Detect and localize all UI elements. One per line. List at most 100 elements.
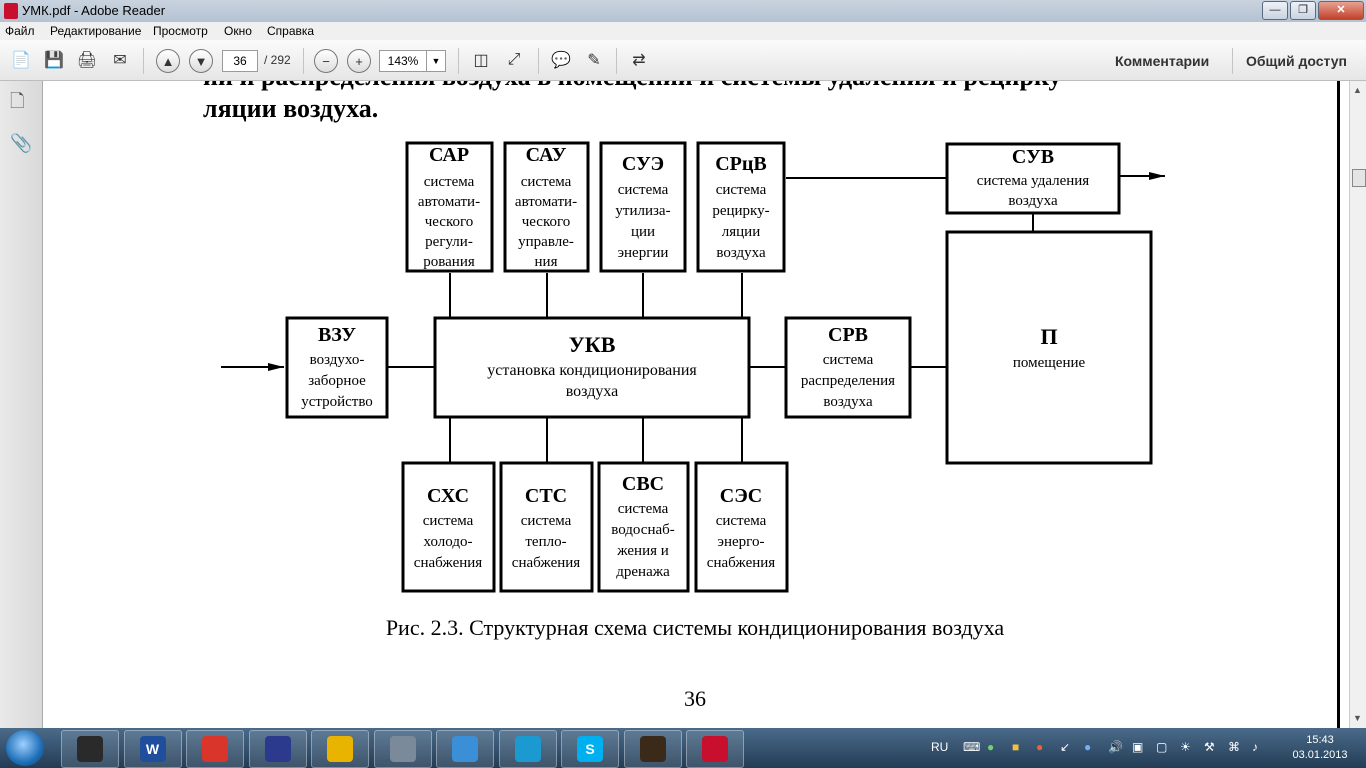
connector-lines: [221, 172, 1165, 463]
block-suv-text: воздуха: [1008, 193, 1058, 209]
start-button[interactable]: [6, 730, 44, 766]
zoom-dropdown[interactable]: ▼: [426, 50, 446, 72]
adobe-reader-app[interactable]: [686, 730, 744, 768]
maximize-button[interactable]: ❐: [1290, 1, 1316, 20]
screen-icon[interactable]: ▢: [1156, 740, 1168, 754]
printer-app[interactable]: [61, 730, 119, 768]
fit-page-button[interactable]: ◫: [468, 48, 494, 72]
minus-icon: −: [322, 53, 330, 69]
block-svs-title: СВС: [622, 473, 664, 495]
block-sau-text: ния: [535, 254, 558, 270]
block-p: [945, 230, 1153, 465]
network-app-icon[interactable]: ●: [987, 740, 995, 754]
zoom-input[interactable]: 143%: [379, 50, 427, 72]
menu-file[interactable]: Файл: [5, 24, 35, 38]
highlight-button[interactable]: ✎: [581, 48, 607, 72]
save-icon: 💾: [44, 52, 64, 69]
comment-button[interactable]: 💬: [548, 48, 574, 72]
toolbar-divider: [1232, 48, 1233, 74]
create-pdf-button[interactable]: 📄: [8, 48, 34, 72]
save-app[interactable]: [248, 730, 307, 768]
wifi-icon[interactable]: ⌘: [1228, 740, 1240, 754]
block-suv-text: система удаления: [977, 173, 1090, 189]
usb-icon[interactable]: ▣: [1132, 740, 1144, 754]
adobe-reader-icon: [702, 736, 728, 762]
edit-text-button[interactable]: ⇄: [626, 48, 652, 72]
block-srv-text: распределения: [801, 373, 895, 389]
page-number-input[interactable]: 36: [222, 50, 258, 72]
block-sar-title: САР: [429, 144, 469, 166]
block-vzu-text: воздухо-: [310, 352, 365, 368]
block-ses-text: энерго-: [718, 534, 765, 550]
calculator-icon: [389, 736, 416, 762]
close-button[interactable]: ✕: [1318, 1, 1364, 20]
block-sau-text: автомати-: [515, 194, 577, 210]
navigation-panel: 🗋 📎: [0, 81, 43, 728]
calculator-app[interactable]: [373, 730, 432, 768]
document-view[interactable]: ии и распределения воздуха в помещении и…: [43, 81, 1349, 728]
next-page-button[interactable]: ▼: [189, 49, 213, 73]
block-sts-text: тепло-: [525, 534, 566, 550]
block-sar-text: регули-: [425, 234, 473, 250]
attachments-icon[interactable]: 📎: [10, 133, 33, 153]
bluetooth-icon[interactable]: ●: [1084, 740, 1092, 754]
block-svs-text: дренажа: [616, 564, 670, 580]
toolbar-divider: [538, 48, 539, 74]
block-sue-text: система: [618, 182, 669, 198]
zoom-out-button[interactable]: −: [314, 49, 338, 73]
arrow-icon[interactable]: ↙: [1060, 740, 1071, 754]
clock-time: 15:43: [1306, 734, 1334, 746]
skype-app[interactable]: S: [561, 730, 619, 768]
page-thumbnails-icon[interactable]: 🗋: [10, 91, 25, 111]
body-text-line: ляции воздуха.: [203, 94, 378, 123]
notes-icon[interactable]: ■: [1012, 740, 1020, 754]
security-icon[interactable]: ☀: [1180, 740, 1191, 754]
clock[interactable]: 15:43 03.01.2013: [1290, 733, 1350, 763]
print-button[interactable]: 🖨: [74, 48, 100, 72]
archicad-app[interactable]: [311, 730, 369, 768]
menu-window[interactable]: Окно: [224, 24, 252, 38]
block-ses-text: система: [716, 513, 767, 529]
tools-icon[interactable]: ⚒: [1204, 740, 1215, 754]
chrome-app[interactable]: [186, 730, 244, 768]
vertical-scrollbar[interactable]: ▲ ▼: [1349, 81, 1366, 728]
fit-width-button[interactable]: ⤢: [501, 48, 527, 72]
toolbar-divider: [303, 48, 304, 74]
page-number: 36: [684, 686, 706, 711]
email-button[interactable]: ✉: [107, 48, 133, 72]
menu-edit[interactable]: Редактирование: [50, 24, 142, 38]
create-pdf-icon: 📄: [11, 52, 31, 69]
block-srcv-title: СРцВ: [715, 153, 767, 175]
comments-button[interactable]: Комментарии: [1115, 53, 1210, 69]
page-edge-shadow: [1337, 81, 1340, 728]
disc-app[interactable]: [498, 730, 557, 768]
block-svs-text: жения и: [616, 543, 669, 559]
scroll-down-icon[interactable]: ▼: [1353, 713, 1362, 723]
chevron-down-icon: ▼: [431, 56, 441, 66]
share-button[interactable]: Общий доступ: [1246, 53, 1347, 69]
menu-help[interactable]: Справка: [267, 24, 315, 38]
adobe-reader-app-icon: [4, 3, 18, 19]
skype-icon: S: [577, 736, 603, 762]
image-viewer-app[interactable]: [436, 730, 494, 768]
volume-icon[interactable]: 🔊: [1108, 740, 1123, 754]
language-indicator[interactable]: RU: [931, 740, 949, 754]
block-suv: [945, 142, 1121, 215]
previous-page-button[interactable]: ▲: [156, 49, 180, 73]
clock-date: 03.01.2013: [1292, 749, 1348, 761]
toolbar-divider: [458, 48, 459, 74]
speaker-icon[interactable]: ♪: [1252, 740, 1258, 754]
document-page: ии и распределения воздуха в помещении и…: [203, 81, 1165, 711]
zoom-in-button[interactable]: +: [347, 49, 371, 73]
minimize-button[interactable]: —: [1262, 1, 1288, 20]
keyboard-icon[interactable]: ⌨: [963, 740, 981, 754]
nvb-app[interactable]: [623, 730, 682, 768]
alert-icon[interactable]: ●: [1036, 740, 1044, 754]
scroll-up-icon[interactable]: ▲: [1353, 85, 1362, 95]
block-ukv: [433, 316, 751, 419]
menu-view[interactable]: Просмотр: [153, 24, 208, 38]
save-button[interactable]: 💾: [41, 48, 67, 72]
scrollbar-thumb[interactable]: [1352, 169, 1366, 187]
block-p-title: П: [1040, 324, 1057, 349]
word-app[interactable]: W: [123, 730, 182, 768]
